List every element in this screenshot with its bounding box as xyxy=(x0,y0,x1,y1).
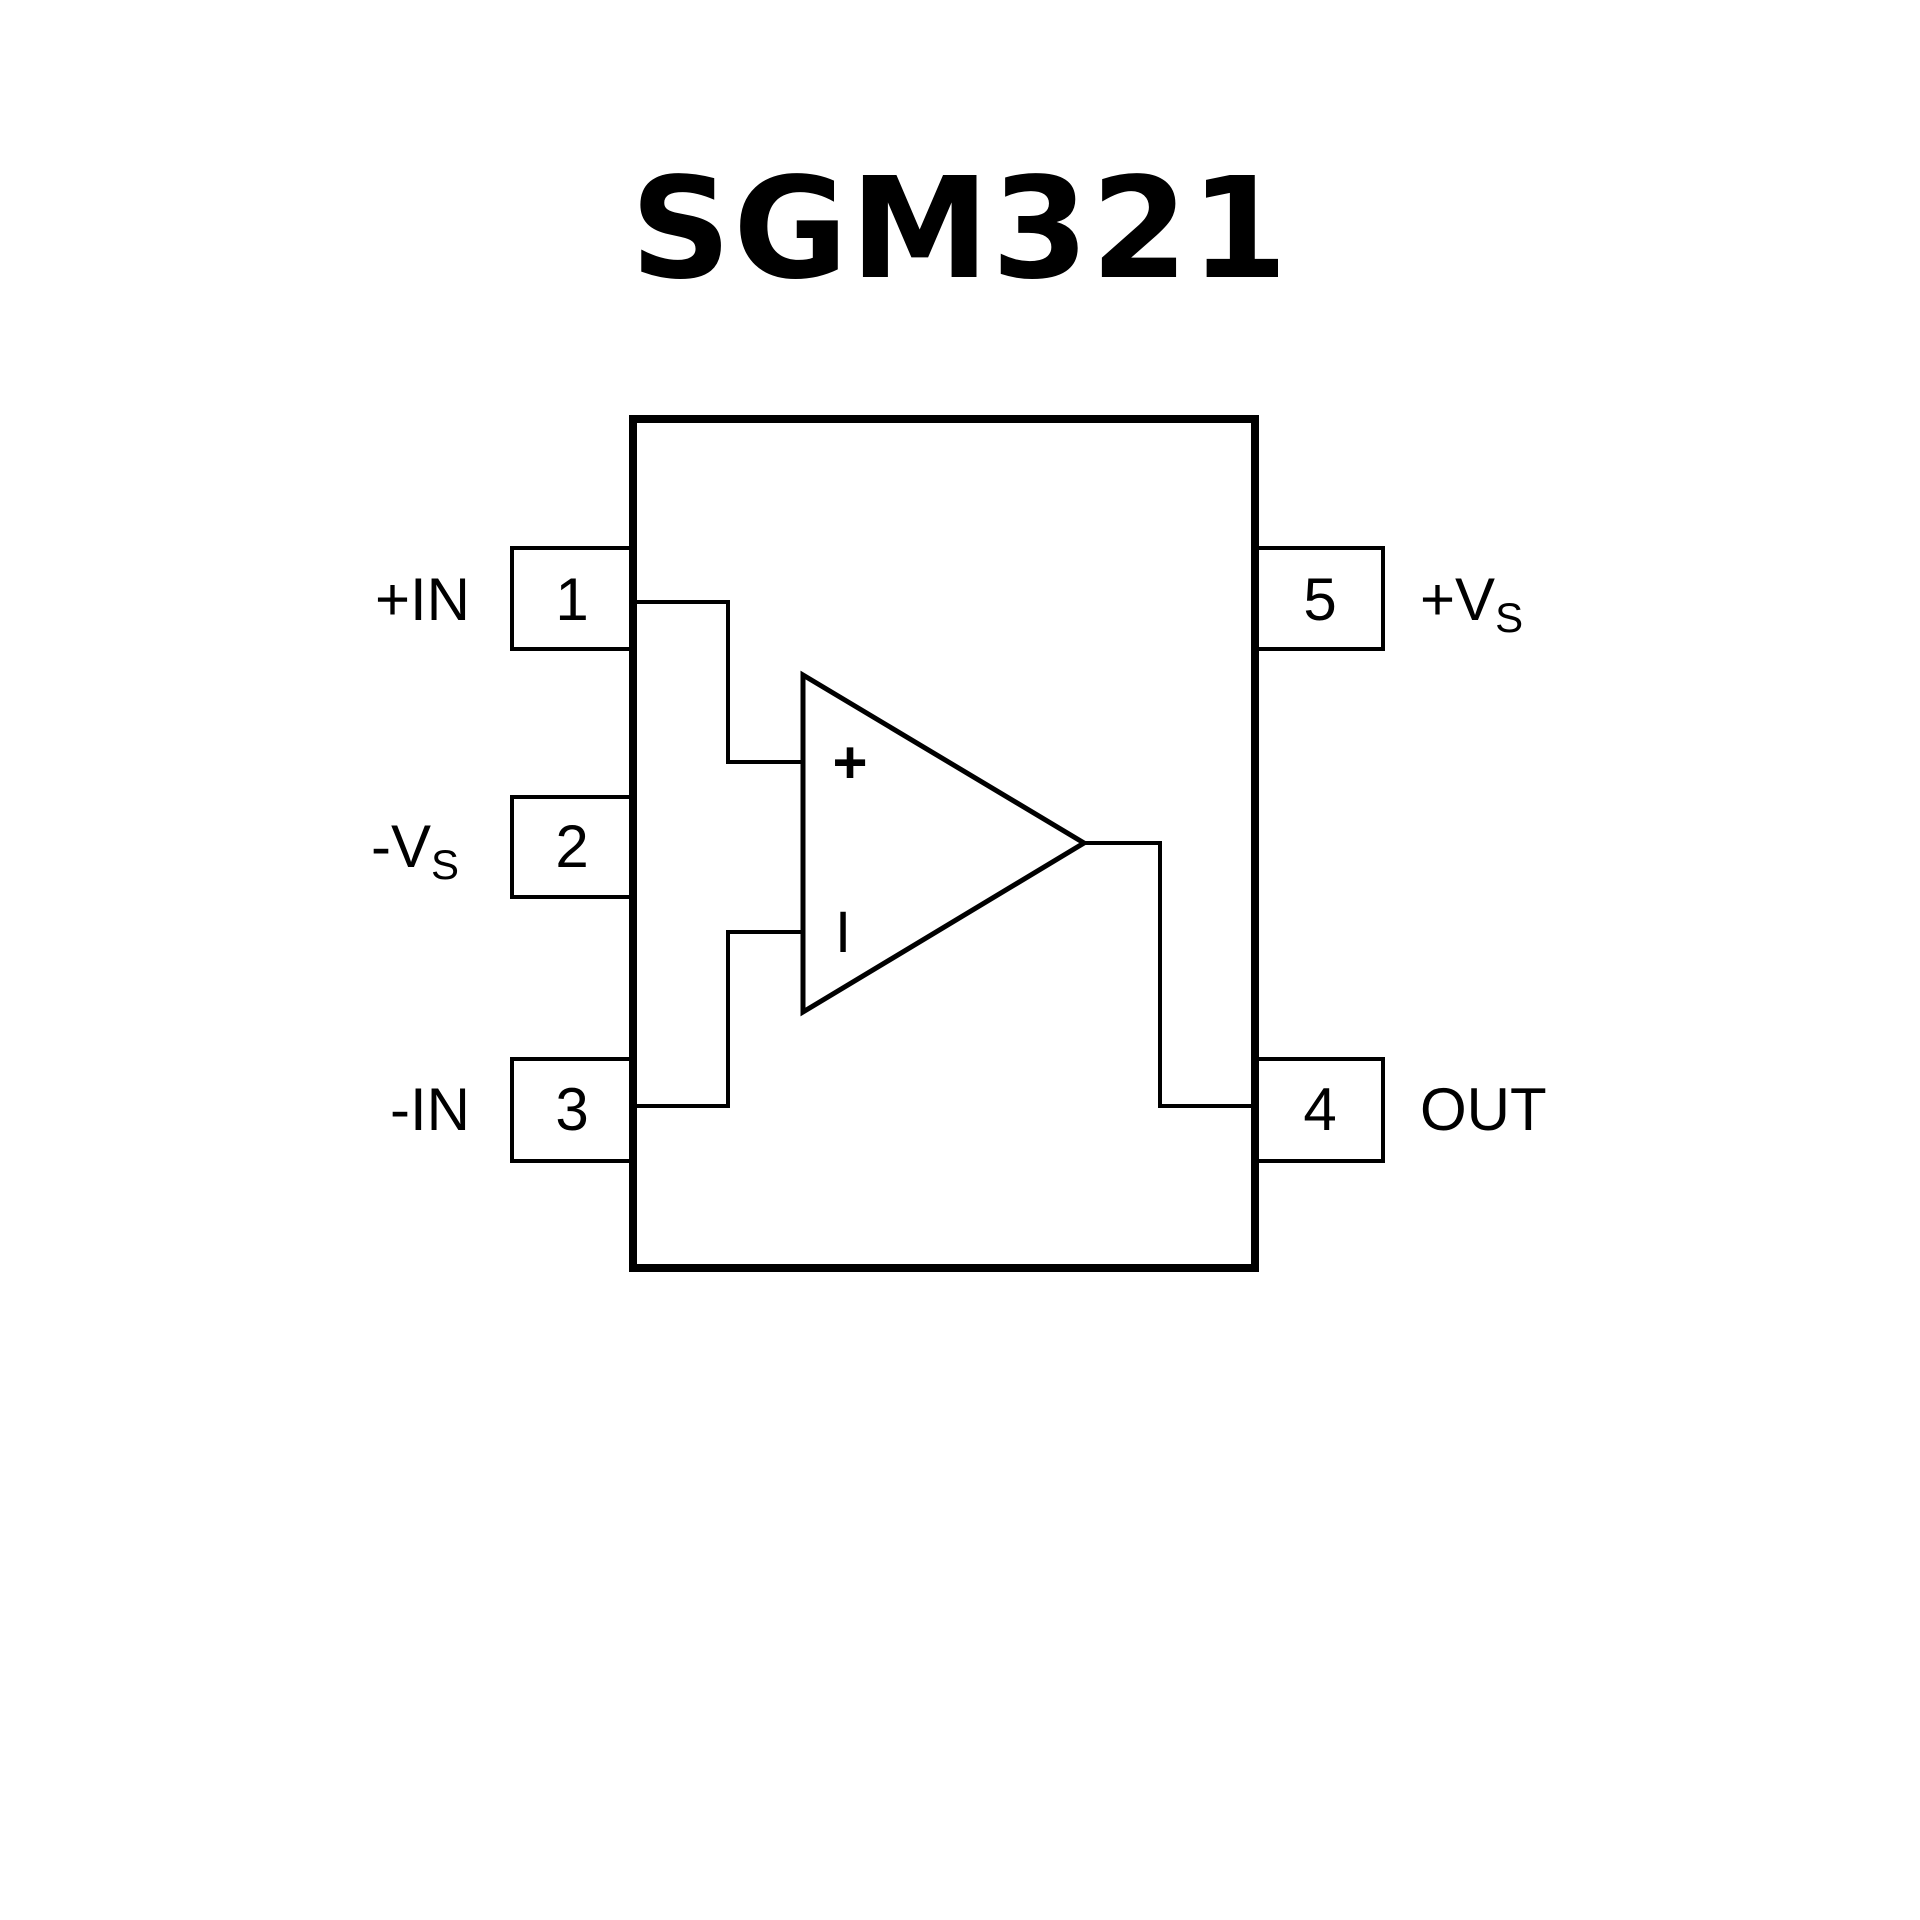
pin-4-label: OUT xyxy=(1420,1076,1547,1143)
pin-3-label: -IN xyxy=(390,1076,470,1143)
pin-2-label: -VS xyxy=(371,813,459,888)
pin-5-number: 5 xyxy=(1303,566,1336,633)
pin-3-pad xyxy=(510,1057,635,1163)
pin-1-label: +IN xyxy=(375,566,470,633)
pin-5: 5 +VS xyxy=(1253,546,1523,651)
wire-output xyxy=(1084,841,1251,1108)
opamp-triangle xyxy=(800,670,1089,1017)
pin-4-pad xyxy=(1253,1057,1385,1163)
pin-2-pad xyxy=(510,795,635,899)
pin-1: 1 +IN xyxy=(375,546,635,651)
pin-4: 4 OUT xyxy=(1253,1057,1547,1163)
wire-plus-input xyxy=(637,600,803,764)
pin-1-pad xyxy=(510,546,635,651)
wire-minus-input xyxy=(637,930,803,1108)
pin-2-number: 2 xyxy=(555,813,588,880)
pin-2: 2 -VS xyxy=(371,795,635,899)
pin-4-number: 4 xyxy=(1303,1076,1336,1143)
pin-1-number: 1 xyxy=(555,566,588,633)
chip-title: SGM321 xyxy=(630,148,1290,311)
opamp-plus-symbol: + xyxy=(832,729,867,796)
opamp-minus-symbol: I xyxy=(835,900,851,965)
pin-5-pad xyxy=(1253,546,1385,651)
pin-5-label: +VS xyxy=(1420,566,1523,641)
pin-3-number: 3 xyxy=(555,1076,588,1143)
pin-3: 3 -IN xyxy=(390,1057,635,1163)
